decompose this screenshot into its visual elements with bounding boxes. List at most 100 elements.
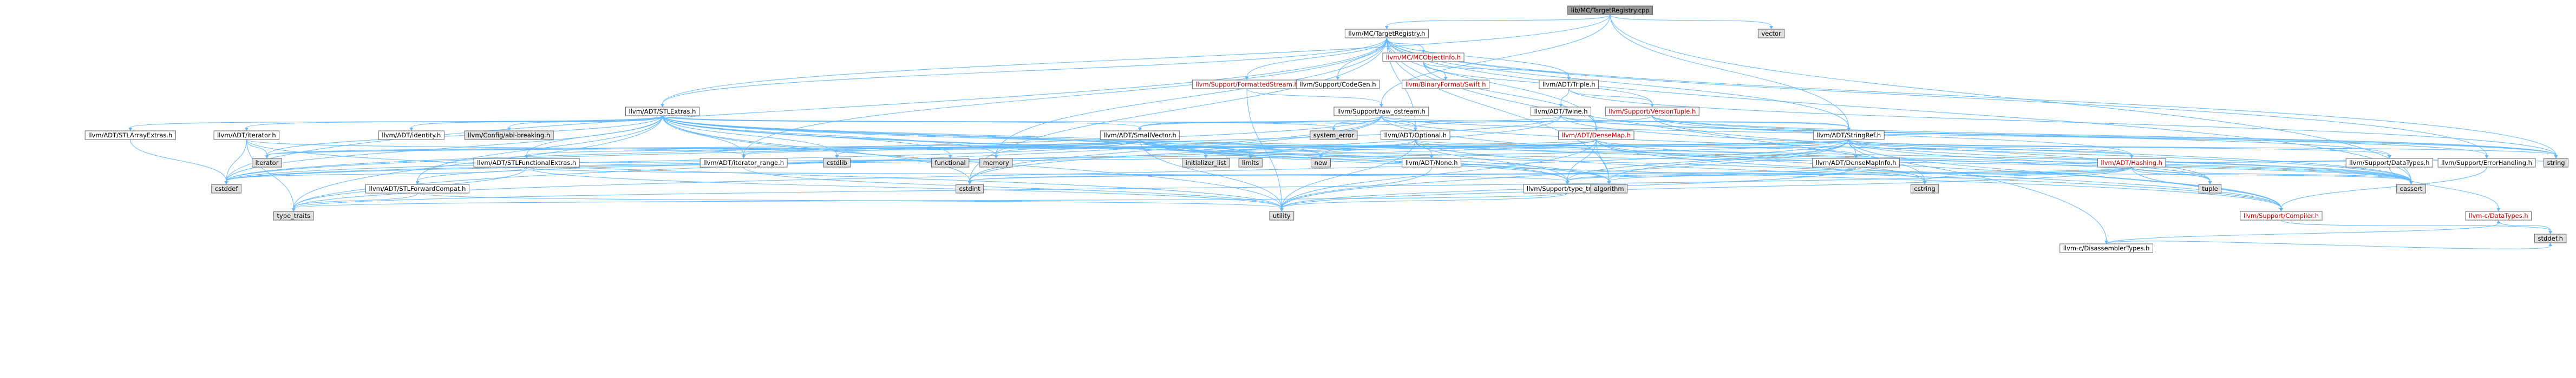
node-new: new bbox=[1310, 158, 1331, 168]
node-box bbox=[1100, 130, 1180, 140]
node-label: system_error bbox=[1313, 131, 1354, 139]
edge-n0-to-n2 bbox=[1384, 14, 1611, 29]
node-box bbox=[2345, 158, 2434, 168]
nodes-layer: lib/MC/TargetRegistry.cpp vector llvm/MC/T… bbox=[84, 5, 2569, 253]
node-functional: functional bbox=[931, 158, 970, 168]
node-llvm-support-datatypes-h[interactable]: llvm/Support/DataTypes.h bbox=[2345, 158, 2434, 168]
node-cstdint: cstdint bbox=[956, 184, 984, 194]
node-llvm-adt-stlfunctionalextras-h[interactable]: llvm/ADT/STLFunctionalExtras.h bbox=[473, 158, 580, 168]
node-label: llvm/ADT/Twine.h bbox=[1534, 108, 1588, 115]
node-label: llvm/Support/Compiler.h bbox=[2244, 212, 2319, 220]
edge-n8-to-n14 bbox=[409, 115, 663, 131]
edge-n3-to-n7 bbox=[1423, 61, 1571, 80]
node-label: utility bbox=[1273, 212, 1291, 220]
node-box bbox=[1558, 130, 1634, 140]
node-llvm-support-formattedstream-h[interactable]: llvm/Support/FormattedStream.h bbox=[1192, 79, 1302, 89]
node-llvm-adt-iterator-range-h[interactable]: llvm/ADT/iterator_range.h bbox=[699, 158, 788, 168]
node-label: algorithm bbox=[1594, 185, 1624, 193]
node-box bbox=[2097, 158, 2166, 168]
node-llvm-support-codegen-h[interactable]: llvm/Support/CodeGen.h bbox=[1296, 79, 1380, 89]
node-box bbox=[1539, 79, 1599, 89]
node-llvm-support-compiler-h[interactable]: llvm/Support/Compiler.h bbox=[2240, 211, 2323, 221]
node-box bbox=[211, 184, 241, 194]
node-label: llvm/MC/TargetRegistry.h bbox=[1348, 30, 1425, 37]
node-llvm-support-raw-ostream-h[interactable]: llvm/Support/raw_ostream.h bbox=[1333, 107, 1429, 116]
edge-n8-to-n15 bbox=[507, 115, 663, 131]
node-llvm-adt-triple-h[interactable]: llvm/ADT/Triple.h bbox=[1539, 79, 1599, 89]
edge-n8-to-n17 bbox=[662, 115, 1142, 131]
node-limits: limits bbox=[1238, 158, 1263, 168]
node-box bbox=[1238, 158, 1263, 168]
edge-n35-to-n48 bbox=[2279, 167, 2487, 211]
node-llvm-adt-stlforwardcompat-h[interactable]: llvm/ADT/STLForwardCompat.h bbox=[365, 184, 469, 194]
node-llvm-adt-none-h[interactable]: llvm/ADT/None.h bbox=[1402, 158, 1462, 168]
node-box bbox=[2060, 243, 2153, 253]
edge-n0-to-n8 bbox=[660, 14, 1611, 107]
node-llvm-config-abi-breaking-h: llvm/Config/abi-breaking.h bbox=[464, 130, 554, 140]
edge-n29-to-n37 bbox=[224, 167, 527, 184]
node-utility: utility bbox=[1269, 211, 1294, 221]
edge-n20-to-n48 bbox=[1848, 139, 2283, 211]
node-llvm-mc-mcobjectinfo-h[interactable]: llvm/MC/MCObjectInfo.h bbox=[1382, 52, 1464, 62]
edge-n45-to-n49 bbox=[2498, 220, 2553, 234]
node-box bbox=[956, 184, 984, 194]
edge-n4-to-n9 bbox=[1246, 88, 1383, 107]
node-label: memory bbox=[983, 159, 1009, 167]
edge-n40-to-n46 bbox=[291, 193, 1568, 211]
node-box bbox=[699, 158, 788, 168]
node-llvm-adt-identity-h[interactable]: llvm/ADT/identity.h bbox=[378, 130, 444, 140]
edge-n20-to-n29 bbox=[525, 139, 1849, 158]
node-label: llvm/Support/DataTypes.h bbox=[2349, 159, 2429, 167]
node-label: llvm/ADT/DenseMapInfo.h bbox=[1816, 159, 1897, 167]
node-iterator: iterator bbox=[252, 158, 282, 168]
edge-n8-to-n24 bbox=[662, 115, 952, 158]
node-llvm-support-type-traits-h[interactable]: llvm/Support/type_traits.h bbox=[1523, 184, 1612, 194]
node-box bbox=[1605, 107, 1699, 116]
node-box bbox=[1310, 158, 1331, 168]
node-llvm-c-datatypes-h[interactable]: llvm-c/DataTypes.h bbox=[2465, 211, 2532, 221]
node-llvm-mc-targetregistry-h[interactable]: llvm/MC/TargetRegistry.h bbox=[1344, 29, 1429, 38]
node-cassert: cassert bbox=[2396, 184, 2426, 194]
node-box bbox=[1910, 184, 1939, 194]
edge-n33-to-n43 bbox=[2131, 167, 2212, 184]
edge-n8-to-n12 bbox=[128, 115, 663, 131]
node-llvm-adt-iterator-h[interactable]: llvm/ADT/iterator.h bbox=[213, 130, 280, 140]
node-box bbox=[2544, 158, 2569, 168]
node-lib-mc-targetregistry-cpp[interactable]: lib/MC/TargetRegistry.cpp bbox=[1567, 5, 1653, 15]
node-llvm-adt-densemap-h[interactable]: llvm/ADT/DenseMap.h bbox=[1558, 130, 1634, 140]
node-llvm-support-versiontuple-h[interactable]: llvm/Support/VersionTuple.h bbox=[1605, 107, 1699, 116]
node-label: vector bbox=[1761, 30, 1781, 37]
node-box bbox=[2240, 211, 2323, 221]
node-llvm-binaryformat-swift-h[interactable]: llvm/BinaryFormat/Swift.h bbox=[1402, 79, 1490, 89]
node-box bbox=[1402, 158, 1462, 168]
node-cstdlib: cstdlib bbox=[823, 158, 851, 168]
node-label: llvm/MC/MCObjectInfo.h bbox=[1386, 54, 1461, 61]
node-box bbox=[1812, 158, 1900, 168]
node-box bbox=[931, 158, 970, 168]
node-llvm-adt-optional-h[interactable]: llvm/ADT/Optional.h bbox=[1381, 130, 1450, 140]
node-box bbox=[2198, 184, 2222, 194]
node-label: llvm/ADT/STLForwardCompat.h bbox=[369, 185, 466, 193]
node-llvm-adt-stlextras-h[interactable]: llvm/ADT/STLExtras.h bbox=[625, 107, 699, 116]
node-box bbox=[473, 158, 580, 168]
node-label: initializer_list bbox=[1186, 159, 1227, 167]
node-label: llvm-c/DisassemblerTypes.h bbox=[2063, 244, 2150, 252]
node-label: stddef.h bbox=[2538, 235, 2563, 242]
node-algorithm: algorithm bbox=[1590, 184, 1628, 194]
node-llvm-adt-twine-h[interactable]: llvm/ADT/Twine.h bbox=[1531, 107, 1592, 116]
node-llvm-adt-stlarrayextras-h[interactable]: llvm/ADT/STLArrayExtras.h bbox=[84, 130, 176, 140]
node-label: llvm/ADT/STLExtras.h bbox=[629, 108, 696, 115]
node-box bbox=[378, 130, 444, 140]
edge-n34-to-n45 bbox=[2389, 167, 2501, 211]
node-initializer-list: initializer_list bbox=[1182, 158, 1230, 168]
node-llvm-adt-densemapinfo-h[interactable]: llvm/ADT/DenseMapInfo.h bbox=[1812, 158, 1900, 168]
node-llvm-support-errorhandling-h[interactable]: llvm/Support/ErrorHandling.h bbox=[2437, 158, 2536, 168]
node-box bbox=[2437, 158, 2536, 168]
node-llvm-adt-smallvector-h[interactable]: llvm/ADT/SmallVector.h bbox=[1100, 130, 1180, 140]
node-llvm-adt-hashing-h[interactable]: llvm/ADT/Hashing.h bbox=[2097, 158, 2166, 168]
node-llvm-c-disassemblertypes-h[interactable]: llvm-c/DisassemblerTypes.h bbox=[2060, 243, 2153, 253]
edge-n21-to-n49 bbox=[2106, 241, 2553, 249]
edge-n7-to-n11 bbox=[1568, 88, 1655, 107]
node-cstddef: cstddef bbox=[211, 184, 241, 194]
node-llvm-adt-stringref-h[interactable]: llvm/ADT/StringRef.h bbox=[1813, 130, 1885, 140]
